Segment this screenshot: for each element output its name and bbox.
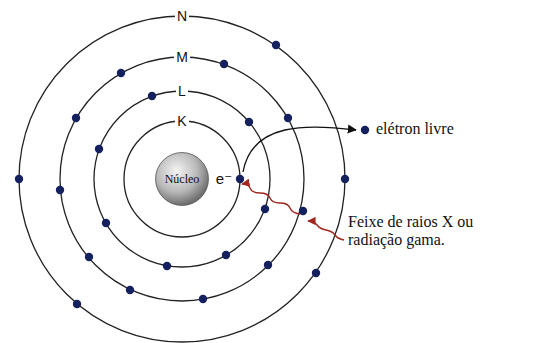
electron xyxy=(236,175,244,183)
electron xyxy=(284,114,292,122)
free-electron xyxy=(361,126,369,134)
nucleus-circle xyxy=(156,153,209,206)
electron xyxy=(272,41,280,49)
electron xyxy=(73,300,81,308)
shell-m xyxy=(60,57,304,301)
electron xyxy=(299,207,307,215)
electron xyxy=(312,269,320,277)
radiation-wave xyxy=(242,184,300,214)
nucleus: Núcleo xyxy=(155,152,209,206)
electron xyxy=(261,205,269,213)
electrons xyxy=(15,41,369,308)
nucleus-label: Núcleo xyxy=(165,172,200,187)
electron xyxy=(102,219,110,227)
shell-k xyxy=(124,121,240,237)
electron xyxy=(264,261,272,269)
electron xyxy=(148,92,156,100)
electron xyxy=(126,286,134,294)
electron xyxy=(220,60,228,68)
shell-label: M xyxy=(174,49,190,65)
electron-symbol: e⁻ xyxy=(216,170,232,187)
electron xyxy=(72,114,80,122)
electron xyxy=(341,175,349,183)
electron xyxy=(85,253,93,261)
radiation-wave xyxy=(308,221,344,240)
shell-n xyxy=(19,16,345,342)
ejection-arrow xyxy=(243,127,356,172)
radiation-label: Feixe de raios X ou radiação gama. xyxy=(348,213,474,250)
shell-label: N xyxy=(175,8,189,24)
electron-shells xyxy=(19,16,345,342)
shell-l xyxy=(94,91,270,267)
shell-label: K xyxy=(175,113,188,129)
electron xyxy=(15,175,23,183)
electron xyxy=(117,69,125,77)
electron xyxy=(56,186,64,194)
electron xyxy=(199,295,207,303)
electron xyxy=(95,145,103,153)
electron xyxy=(222,251,230,259)
free-electron-label: elétron livre xyxy=(376,120,454,138)
shell-label: L xyxy=(176,83,188,99)
electron xyxy=(163,262,171,270)
electron xyxy=(245,118,253,126)
